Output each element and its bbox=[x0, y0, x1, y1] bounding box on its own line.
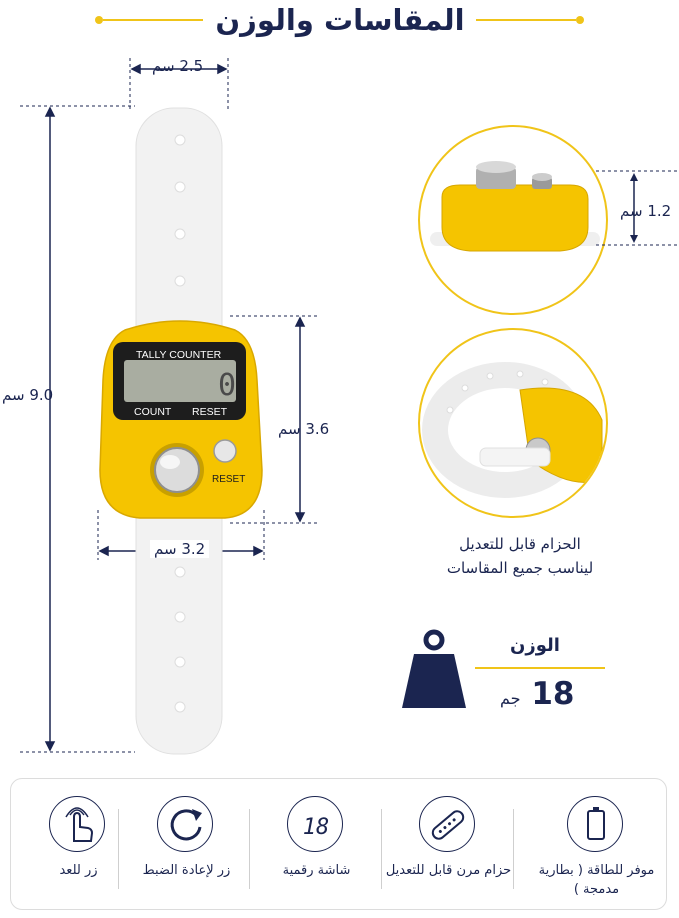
strap-caption-line1: الحزام قابل للتعديل bbox=[459, 535, 581, 553]
page-title: المقاسات والوزن bbox=[215, 3, 465, 37]
button-closeup-illustration bbox=[430, 161, 600, 252]
count-button-highlight bbox=[160, 455, 180, 469]
weight-divider bbox=[475, 667, 605, 669]
dimension-guides bbox=[20, 58, 320, 753]
feature-label: موفر للطاقة ( بطارية مدمجة ) bbox=[538, 863, 655, 897]
strap-caption: الحزام قابل للتعديل ليناسب جميع المقاسات bbox=[420, 532, 620, 580]
strap-caption-line2: ليناسب جميع المقاسات bbox=[446, 559, 594, 577]
button-closeup-circle bbox=[418, 125, 608, 315]
title-right-line bbox=[476, 19, 576, 21]
feature-tap-count: زر للعد bbox=[13, 779, 144, 911]
device-reset-label: RESET bbox=[192, 406, 228, 418]
feature-divider bbox=[118, 809, 119, 889]
lcd-screen bbox=[124, 360, 236, 402]
feature-divider bbox=[249, 809, 250, 889]
strap-icon bbox=[419, 796, 475, 852]
strap-holes bbox=[174, 134, 186, 713]
reset-small-button bbox=[213, 439, 237, 463]
feature-label: شاشة رقمية bbox=[282, 863, 351, 878]
weight-icon bbox=[402, 629, 466, 708]
dim-counter-width: 3.2 سم bbox=[150, 540, 210, 558]
weight-value: 18 bbox=[531, 676, 575, 712]
dim-button-height: 1.2 سم bbox=[620, 202, 672, 220]
feature-divider bbox=[513, 809, 514, 889]
display-digit: 0 bbox=[218, 368, 236, 403]
feature-strap: حزام مرن قابل للتعديل bbox=[383, 779, 514, 911]
button-height-guides bbox=[596, 170, 679, 246]
digital-display-icon: 18 bbox=[287, 796, 343, 852]
device-count-label: COUNT bbox=[134, 406, 172, 418]
counter-device-illustration: TALLY COUNTER 0 COUNT RESET RESET bbox=[20, 58, 320, 755]
dim-total-length: 9.0 سم bbox=[2, 386, 54, 404]
title-left-dot bbox=[95, 16, 103, 24]
weight-unit: جم bbox=[500, 689, 521, 708]
feature-label: حزام مرن قابل للتعديل bbox=[385, 863, 512, 878]
feature-label: زر لإعادة الضبط bbox=[142, 863, 231, 878]
strap-closeup-circle bbox=[418, 328, 608, 518]
reset-arrow-icon bbox=[157, 796, 213, 852]
feature-divider bbox=[381, 809, 382, 889]
count-button bbox=[154, 447, 200, 493]
title-left-line bbox=[103, 19, 203, 21]
dim-strap-width: 2.5 سم bbox=[152, 57, 204, 75]
reset-button-label: RESET bbox=[212, 474, 245, 485]
weight-value-row: 18 جم bbox=[500, 676, 574, 712]
tap-finger-icon bbox=[49, 796, 105, 852]
display-icon-digits: 18 bbox=[303, 815, 330, 840]
features-bar: زر للعد زر لإعادة الضبط 18 شاشة رقمية bbox=[10, 778, 667, 910]
title-right-dot bbox=[576, 16, 584, 24]
feature-battery: موفر للطاقة ( بطارية مدمجة ) bbox=[531, 779, 662, 911]
weight-label: الوزن bbox=[510, 635, 560, 656]
strap-closeup-illustration bbox=[422, 362, 603, 498]
battery-icon bbox=[567, 796, 623, 852]
device-top-label: TALLY COUNTER bbox=[136, 349, 222, 361]
feature-display: 18 شاشة رقمية bbox=[251, 779, 382, 911]
dim-counter-height: 3.6 سم bbox=[278, 420, 330, 438]
feature-reset: زر لإعادة الضبط bbox=[121, 779, 252, 911]
feature-label: زر للعد bbox=[59, 863, 98, 878]
